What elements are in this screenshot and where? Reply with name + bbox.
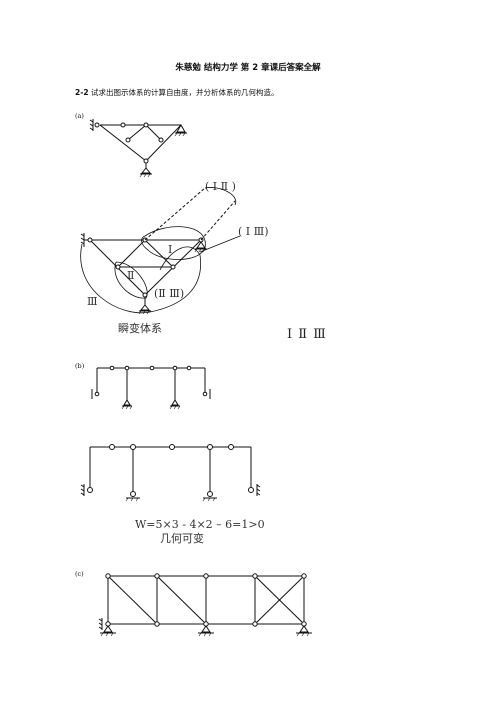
part-c-label: (c) [75, 570, 84, 578]
annotation-body-1: Ⅰ [168, 243, 173, 256]
conclusion-b: 几何可变 [160, 532, 204, 545]
question-text: 试求出图示体系的计算自由度，并分析体系的几何构造。 [90, 88, 279, 97]
truss-a-annotated [80, 187, 241, 314]
truss-c [98, 573, 312, 634]
annotation-top-pair: ( Ⅰ Ⅱ ) [205, 180, 236, 193]
part-b-label: (b) [75, 362, 85, 370]
conclusion-a: 瞬变体系 [118, 322, 162, 335]
question-line: 2-2 试求出图示体系的计算自由度，并分析体系的几何构造。 [75, 89, 278, 97]
truss-a-small [89, 119, 187, 175]
part-a-label: (a) [75, 112, 84, 120]
frame-b-small [91, 365, 211, 407]
ground-hatches [100, 132, 310, 637]
question-number: 2-2 [75, 88, 89, 97]
annotation-body-3: Ⅲ [87, 295, 98, 308]
formula-b: W=5×3 - 4×2 – 6=1>0 [135, 518, 265, 531]
page-title: 朱慈勉 结构力学 第 2 章课后答案全解 [175, 63, 321, 73]
annotation-body-2: Ⅱ [127, 269, 135, 282]
side-note-a: Ⅰ Ⅱ Ⅲ [287, 327, 327, 342]
frame-b-large [80, 444, 261, 499]
annotation-right-pair: ( Ⅰ Ⅲ) [238, 225, 269, 238]
annotation-mid-pair: (Ⅱ Ⅲ) [154, 287, 185, 300]
